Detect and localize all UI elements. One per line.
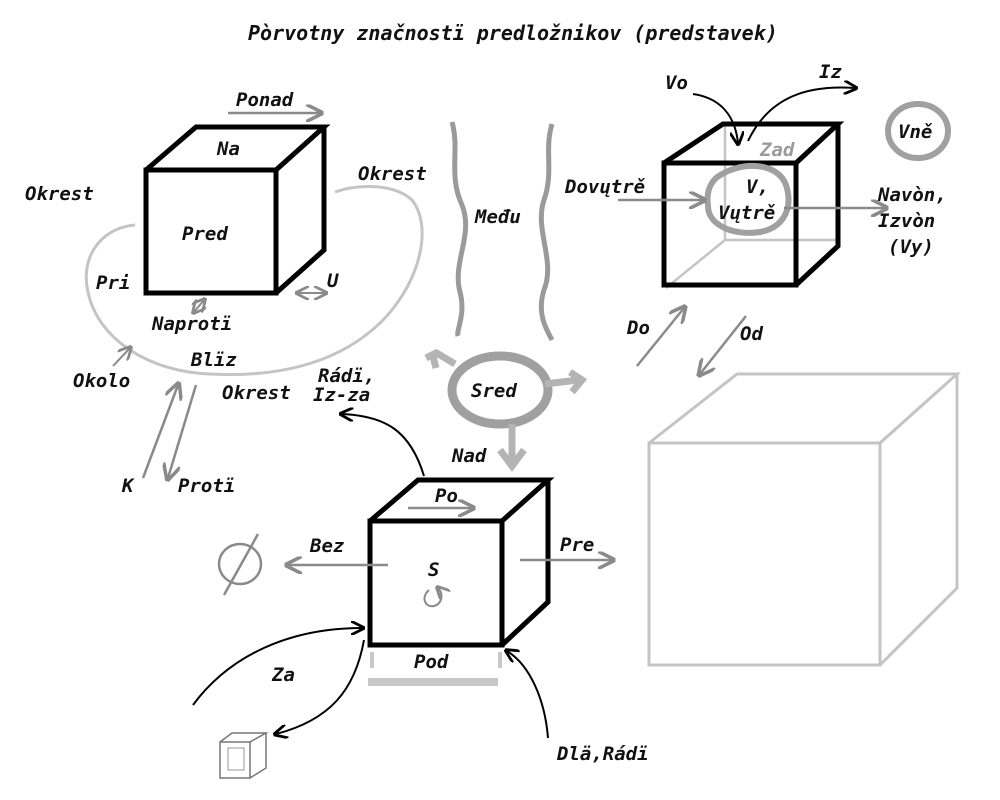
label-od: Od <box>740 323 763 345</box>
label-v-line2: Vųtrě <box>718 202 776 224</box>
label-bliz: Blïz <box>190 349 237 371</box>
large-light-cube <box>647 372 961 667</box>
vo-arrow <box>692 93 738 143</box>
label-pod: Pod <box>414 651 449 673</box>
za-arrow <box>192 628 362 706</box>
label-za: Za <box>271 664 295 686</box>
label-okrest-bottom: Okrest <box>222 382 291 404</box>
label-pred: Pred <box>182 223 228 245</box>
okolo-arrow <box>112 348 130 367</box>
label-okolo: Okolo <box>73 370 130 392</box>
label-radi-izza-line1: Rádï, <box>318 365 375 387</box>
label-sred: Sred <box>471 380 517 402</box>
label-nad: Nad <box>451 445 487 467</box>
label-navon-line2: Izvòn <box>878 210 935 232</box>
do-arrow <box>636 308 684 367</box>
medu-line-right <box>538 123 555 342</box>
za-down-arrow <box>276 639 365 734</box>
label-okrest-top: Okrest <box>358 163 427 185</box>
label-do: Do <box>626 317 650 339</box>
naproti-arrow <box>194 300 204 312</box>
empty-set-icon <box>217 533 263 596</box>
label-u: U <box>327 270 339 292</box>
label-dla-radi: Dlä,Rádï <box>556 743 649 765</box>
label-pre: Pre <box>560 534 594 556</box>
label-ponad: Ponad <box>236 89 294 111</box>
label-v-line1: V, <box>746 176 769 198</box>
label-vne: Vně <box>898 121 933 143</box>
label-navon-line3: (Vy) <box>888 236 934 258</box>
label-radi-izza-line2: Iz-za <box>313 384 370 406</box>
dla-arrow <box>507 651 549 739</box>
diagram-title: Pòrvotny značnostï predložnikov (predsta… <box>248 21 778 45</box>
okrest-loop <box>84 185 424 377</box>
label-po: Po <box>435 485 458 507</box>
label-dovutre: Dovųtrě <box>564 176 646 198</box>
label-bez: Bez <box>309 535 345 557</box>
label-medu: Među <box>474 206 521 228</box>
label-s: S <box>428 559 439 581</box>
radi-izza-arrow <box>342 414 425 477</box>
k-arrow <box>141 385 178 479</box>
label-naproti: Naprotï <box>151 313 232 335</box>
cube-s <box>367 477 555 648</box>
label-vo: Vo <box>665 72 688 94</box>
pod-lines <box>370 652 502 668</box>
label-iz: Iz <box>819 61 842 83</box>
v-inner-blob <box>704 163 792 236</box>
medu-line-left <box>449 121 469 337</box>
vne-blob <box>885 101 951 161</box>
label-proti: Protï <box>178 475 235 497</box>
label-pri: Pri <box>96 272 130 294</box>
iz-arrow <box>747 88 855 142</box>
small-sketch-cube <box>219 732 269 779</box>
cube-pred <box>143 124 331 296</box>
proti-arrow <box>168 384 198 478</box>
label-navon-line1: Navòn, <box>877 184 947 206</box>
s-rotate-arrow <box>423 588 442 608</box>
od-arrow <box>700 315 747 374</box>
label-zad: Zad <box>759 139 795 161</box>
sred-blob <box>424 348 588 472</box>
label-k: K <box>121 475 135 497</box>
label-na: Na <box>216 138 240 160</box>
label-okrest-left: Okrest <box>25 183 94 205</box>
cube-v <box>661 121 845 289</box>
